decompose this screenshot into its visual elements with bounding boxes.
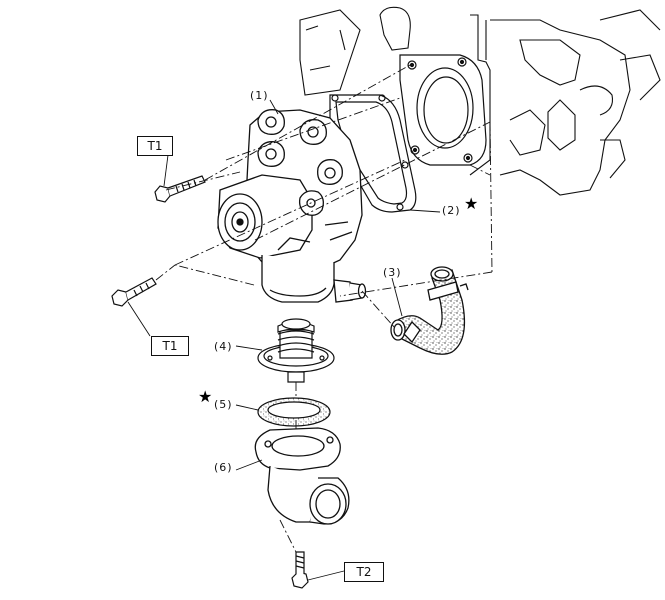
gasket-part-5 (257, 397, 331, 427)
hose-part-3 (390, 266, 469, 355)
callout-1: (1) (250, 89, 269, 102)
torque-label-t1-lower: T1 (151, 336, 189, 356)
alignment-lines (155, 64, 493, 553)
thermostat-part-4 (257, 318, 335, 383)
engine-block (299, 6, 661, 196)
bolt-upper (154, 175, 206, 203)
callout-6: (6) (214, 461, 233, 474)
torque-label-t1-upper: T1 (137, 136, 173, 156)
star-marker-gasket-5: ★ (198, 387, 213, 406)
water-pump-part-1 (217, 109, 367, 303)
leader-lines (127, 99, 441, 581)
callout-5: (5) (214, 398, 233, 411)
thermostat-cover-part-6 (254, 427, 350, 525)
block-flange (399, 54, 487, 166)
star-marker-gasket-2: ★ (464, 194, 479, 213)
callout-3: (3) (383, 266, 402, 279)
gasket-part-2 (329, 94, 417, 213)
callout-4: (4) (214, 340, 233, 353)
bolt-bottom (291, 551, 309, 589)
torque-label-t2: T2 (344, 562, 384, 582)
bolt-lower (111, 277, 157, 307)
callout-2: (2) (442, 204, 461, 217)
